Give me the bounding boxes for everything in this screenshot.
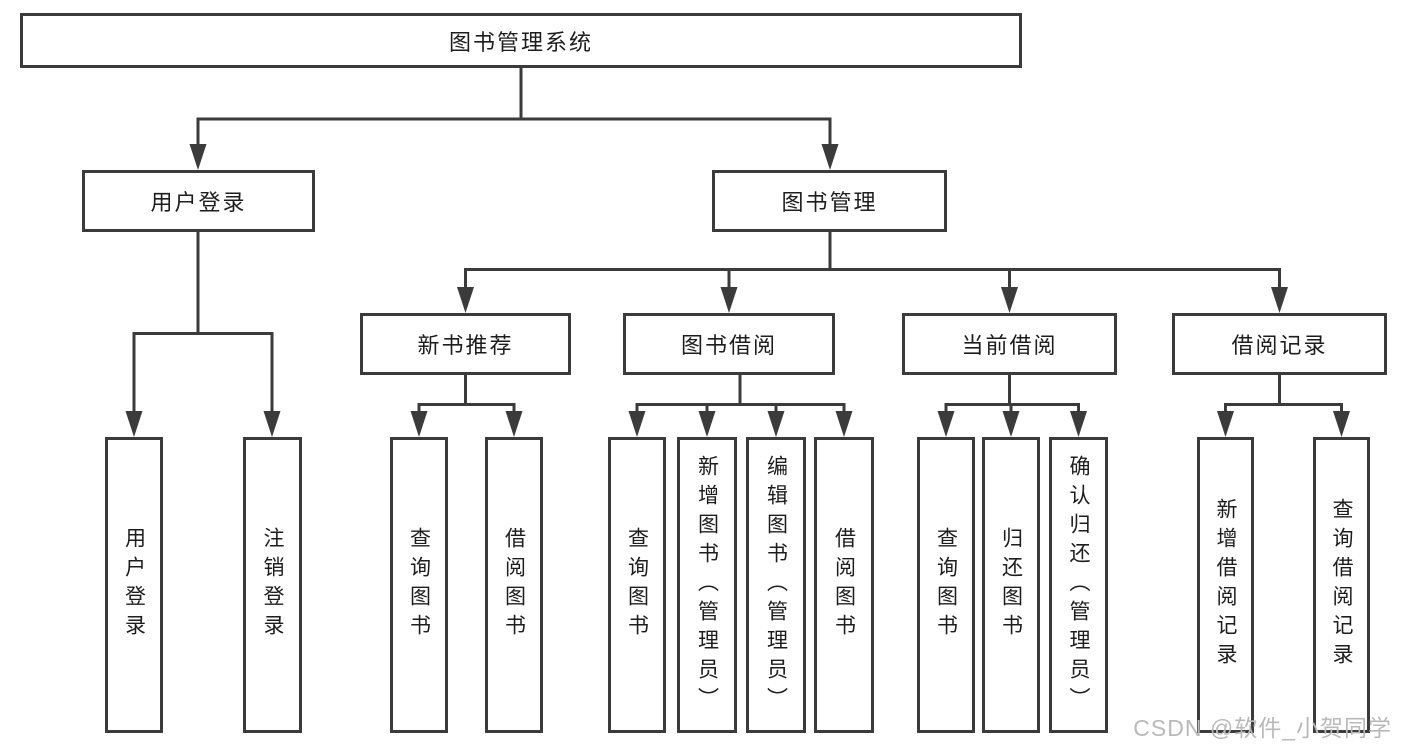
leaf-bb-edit-book-admin: 编辑图书（管理员） xyxy=(746,437,806,733)
leaf-nb-query-book-label: 查询图书 xyxy=(407,527,431,643)
leaf-bb-edit-book-admin-label: 编辑图书（管理员） xyxy=(764,454,788,716)
leaf-nb-query-book: 查询图书 xyxy=(390,437,448,733)
connector-user-login-branch xyxy=(125,232,281,437)
node-borrow-record: 借阅记录 xyxy=(1172,313,1387,375)
leaf-nb-borrow-book: 借阅图书 xyxy=(485,437,543,733)
connector-current-borrow xyxy=(937,375,1087,437)
leaf-logout: 注销登录 xyxy=(243,437,302,733)
leaf-cb-return-book-label: 归还图书 xyxy=(999,527,1023,643)
leaf-cb-confirm-return-admin-label: 确认归还（管理员） xyxy=(1067,454,1090,716)
leaf-user-login: 用户登录 xyxy=(105,437,163,733)
leaf-nb-borrow-book-label: 借阅图书 xyxy=(502,527,526,643)
leaf-br-add-record-label: 新增借阅记录 xyxy=(1214,498,1237,672)
node-book-management-label: 图书管理 xyxy=(781,190,878,215)
leaf-bb-add-book-admin: 新增图书（管理员） xyxy=(677,437,737,733)
leaf-bb-add-book-admin-label: 新增图书（管理员） xyxy=(695,454,719,716)
node-root-system-label: 图书管理系统 xyxy=(448,29,593,55)
connector-root-to-level1 xyxy=(189,68,839,170)
leaf-user-login-label: 用户登录 xyxy=(122,527,146,643)
node-user-login-branch: 用户登录 xyxy=(82,170,315,232)
leaf-br-query-record: 查询借阅记录 xyxy=(1313,437,1370,733)
leaf-cb-query-book-label: 查询图书 xyxy=(934,527,958,643)
leaf-logout-label: 注销登录 xyxy=(261,527,284,643)
watermark: CSDN @软件_小贺同学 xyxy=(1133,715,1392,741)
connector-new-book-recommend xyxy=(410,375,523,437)
node-book-management: 图书管理 xyxy=(712,170,947,232)
node-new-book-recommend: 新书推荐 xyxy=(360,313,571,375)
leaf-br-add-record: 新增借阅记录 xyxy=(1197,437,1254,733)
node-new-book-recommend-label: 新书推荐 xyxy=(417,333,514,358)
node-current-borrow: 当前借阅 xyxy=(902,313,1117,375)
leaf-bb-borrow-book: 借阅图书 xyxy=(814,437,874,733)
connector-book-borrow xyxy=(628,375,853,437)
connector-book-management-to-level2 xyxy=(457,232,1288,313)
leaf-cb-query-book: 查询图书 xyxy=(917,437,975,733)
leaf-bb-borrow-book-label: 借阅图书 xyxy=(832,527,856,643)
leaf-bb-query-book: 查询图书 xyxy=(608,437,666,733)
node-borrow-record-label: 借阅记录 xyxy=(1231,333,1328,358)
node-root-system: 图书管理系统 xyxy=(20,13,1022,68)
leaf-cb-confirm-return-admin: 确认归还（管理员） xyxy=(1049,437,1108,733)
node-book-borrow: 图书借阅 xyxy=(623,313,835,375)
node-user-login-branch-label: 用户登录 xyxy=(150,190,247,215)
leaf-br-query-record-label: 查询借阅记录 xyxy=(1330,498,1353,672)
connector-borrow-record xyxy=(1217,375,1350,437)
node-current-borrow-label: 当前借阅 xyxy=(961,333,1058,358)
leaf-cb-return-book: 归还图书 xyxy=(982,437,1040,733)
node-book-borrow-label: 图书借阅 xyxy=(680,333,777,358)
leaf-bb-query-book-label: 查询图书 xyxy=(625,527,649,643)
